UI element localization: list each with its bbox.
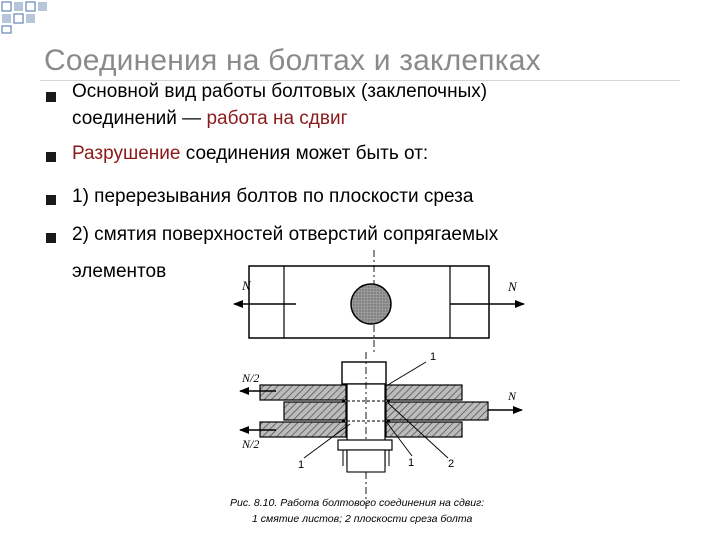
force-label: N xyxy=(241,278,252,293)
bullet-1-line-1: Основной вид работы болтовых (заклепочны… xyxy=(72,81,488,102)
leader-line xyxy=(303,423,351,459)
bullet-3-line: 1) перерезывания болтов по плоскости сре… xyxy=(72,186,474,207)
bullet-square-icon xyxy=(46,233,56,243)
bolt-nut xyxy=(337,439,393,451)
bolt-joint-figure: N N N/2 N/2 N 1 1 1 2 xyxy=(200,244,545,540)
bullet-square-icon xyxy=(46,195,56,205)
title-divider xyxy=(40,80,680,81)
bolt-head xyxy=(341,361,387,385)
bolt-joint-diagram: N N N/2 N/2 N 1 1 1 2 xyxy=(233,250,525,509)
slide-title: Соединения на болтах и заклепках xyxy=(44,44,541,77)
bullet-square-icon xyxy=(46,92,56,102)
callout-label: 1 xyxy=(298,459,304,471)
bullet-1-line-2: соединений — работа на сдвиг xyxy=(72,108,348,129)
leader-line xyxy=(385,361,427,387)
force-label: N xyxy=(507,389,517,403)
figure-caption-line-1: Рис. 8.10. Работа болтового соединения н… xyxy=(230,497,485,509)
bullet-4-line-2: элементов xyxy=(72,261,167,282)
force-label: N xyxy=(507,279,518,294)
middle-plate xyxy=(283,401,347,421)
leader-line xyxy=(384,419,413,457)
outer-plate-bottom xyxy=(385,421,463,438)
callout-label: 2 xyxy=(448,458,454,470)
outer-plate-top xyxy=(259,384,347,401)
bullet-square-icon xyxy=(46,152,56,162)
corner-decoration xyxy=(1,1,47,34)
accent-text: работа на сдвиг xyxy=(206,108,348,129)
leader-line xyxy=(387,402,449,459)
middle-plate xyxy=(385,401,489,421)
bolt-top-view xyxy=(350,283,392,325)
force-label: N/2 xyxy=(241,437,259,451)
bullet-4-line-1: 2) смятия поверхностей отверстий сопряга… xyxy=(72,224,499,245)
force-label: N/2 xyxy=(241,371,259,385)
callout-label: 1 xyxy=(430,351,436,363)
figure-caption-line-2: 1 смятие листов; 2 плоскости среза болта xyxy=(252,513,473,525)
accent-text: Разрушение xyxy=(72,143,181,164)
callout-label: 1 xyxy=(408,457,414,469)
outer-plate-top xyxy=(385,384,463,401)
bullet-2-line: Разрушение соединения может быть от: xyxy=(72,143,429,164)
bolt-thread-end xyxy=(346,449,386,473)
